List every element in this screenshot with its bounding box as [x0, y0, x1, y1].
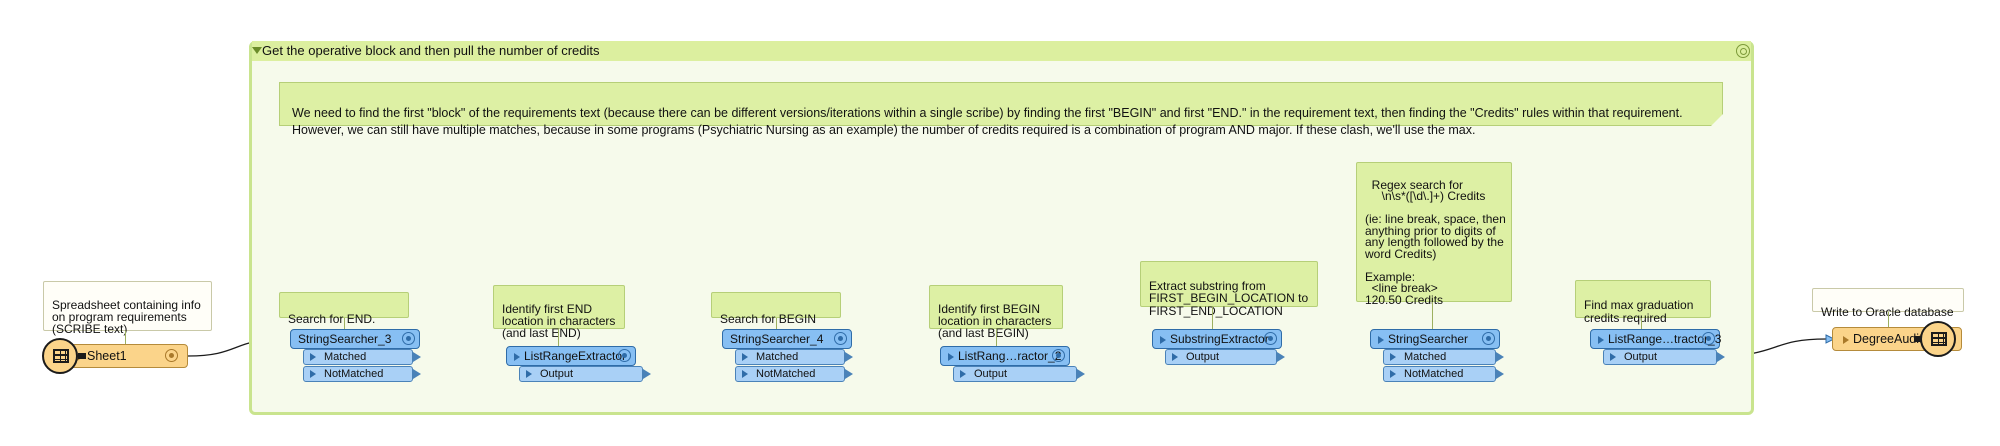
listrangeextractor3-annotation-text: Find max graduation credits required [1584, 298, 1694, 325]
degreeaudit-annotation-text: Write to Oracle database [1821, 305, 1954, 319]
substringextractor-gear-icon[interactable] [1264, 332, 1277, 345]
stringsearcher4-gear-icon[interactable] [834, 332, 847, 345]
transformer-stringsearcher3[interactable]: StringSearcher_3 [290, 329, 420, 349]
port-label: NotMatched [324, 368, 384, 380]
listrangeextractor2-annotation-tail [996, 329, 997, 346]
listrangeextractor-port-output[interactable]: Output [519, 366, 651, 382]
stringsearcher4-port-matched[interactable]: Matched [735, 349, 853, 365]
listrangeextractor2-label: ListRang…ractor_2 [958, 349, 1062, 363]
port-label: Output [1624, 351, 1658, 363]
annotation-fold-corner [1711, 114, 1723, 126]
sheet1-label: Sheet1 [87, 349, 127, 363]
listrangeextractor3-annotation-tail [1641, 318, 1642, 329]
port-label: NotMatched [1404, 368, 1464, 380]
stringsearcher3-gear-icon[interactable] [402, 332, 415, 345]
stringsearcher3-port-matched[interactable]: Matched [303, 349, 421, 365]
degreeaudit-label: DegreeAudit [1853, 332, 1923, 346]
stringsearcher-port-notmatched[interactable]: NotMatched [1383, 366, 1504, 382]
bookmark-description-annotation[interactable]: We need to find the first "block" of the… [279, 82, 1723, 137]
listrangeextractor2-annotation-text: Identify first BEGIN location in charact… [938, 302, 1052, 340]
database-writer-icon[interactable] [1920, 321, 1956, 357]
sheet1-gear-icon[interactable] [165, 349, 178, 362]
port-label: Output [1186, 351, 1220, 363]
stringsearcher3-port-notmatched[interactable]: NotMatched [303, 366, 421, 382]
bookmark-gear-icon[interactable] [1736, 44, 1750, 58]
degreeaudit-annotation[interactable]: Write to Oracle database [1812, 288, 1964, 318]
stringsearcher4-label: StringSearcher_4 [730, 332, 824, 346]
stringsearcher4-port-notmatched[interactable]: NotMatched [735, 366, 853, 382]
stringsearcher3-annotation-text: Search for END. [288, 312, 376, 326]
substringextractor-annotation-tail [1212, 307, 1213, 329]
transformer-listrangeextractor3[interactable]: ListRange…tractor_3 [1590, 329, 1722, 349]
stringsearcher-annotation-tail [1432, 302, 1433, 329]
input-triangle-icon [948, 352, 954, 361]
port-label: Output [974, 368, 1008, 380]
listrangeextractor-annotation-tail [558, 329, 559, 346]
listrangeextractor3-annotation[interactable]: Find max graduation credits required [1575, 280, 1711, 325]
table-grid-icon [53, 349, 69, 363]
bookmark-title: Get the operative block and then pull th… [262, 43, 600, 58]
substringextractor-port-output[interactable]: Output [1165, 349, 1285, 365]
transformer-stringsearcher[interactable]: StringSearcher [1370, 329, 1500, 349]
stringsearcher-port-matched[interactable]: Matched [1383, 349, 1504, 365]
collapse-triangle-icon[interactable] [252, 47, 262, 54]
listrangeextractor3-gear-icon[interactable] [1702, 332, 1715, 345]
input-triangle-icon [1843, 335, 1849, 344]
bookmark-header[interactable] [252, 41, 1751, 61]
substringextractor-label: SubstringExtractor [1170, 332, 1269, 346]
input-triangle-icon [514, 352, 520, 361]
stringsearcher3-annotation[interactable]: Search for END. [279, 292, 409, 326]
listrangeextractor-label: ListRangeExtractor [524, 349, 627, 363]
stringsearcher-gear-icon[interactable] [1482, 332, 1495, 345]
port-label: Matched [756, 351, 799, 363]
connector-plug-icon [1914, 336, 1922, 342]
sheet1-annotation-text: Spreadsheet containing info on program r… [52, 298, 201, 336]
input-triangle-icon [1378, 335, 1384, 344]
bookmark-description-text: We need to find the first "block" of the… [292, 106, 1683, 137]
input-triangle-icon [1160, 335, 1166, 344]
listrangeextractor3-port-output[interactable]: Output [1603, 349, 1725, 365]
sheet1-annotation-tail [125, 331, 126, 345]
connector-plug-icon [78, 353, 86, 359]
degreeaudit-annotation-tail [1888, 312, 1889, 327]
stringsearcher4-annotation-tail [776, 318, 777, 329]
input-triangle-icon [1598, 335, 1604, 344]
stringsearcher3-annotation-tail [344, 318, 345, 329]
stringsearcher4-annotation[interactable]: Search for BEGIN [711, 292, 841, 326]
stringsearcher-annotation[interactable]: Regex search for \n\s*([\d\.]+) Credits … [1356, 162, 1512, 306]
substringextractor-annotation-text: Extract substring from FIRST_BEGIN_LOCAT… [1149, 278, 1309, 318]
listrangeextractor2-port-output[interactable]: Output [953, 366, 1085, 382]
stringsearcher3-label: StringSearcher_3 [298, 332, 392, 346]
port-label: Matched [1404, 351, 1447, 363]
listrangeextractor-annotation[interactable]: Identify first END location in character… [493, 285, 625, 339]
stringsearcher4-annotation-text: Search for BEGIN [720, 312, 817, 326]
port-label: NotMatched [756, 368, 816, 380]
transformer-stringsearcher4[interactable]: StringSearcher_4 [722, 329, 852, 349]
transformer-listrangeextractor2[interactable]: ListRang…ractor_2 [940, 346, 1070, 366]
table-grid-icon [1931, 332, 1947, 346]
listrangeextractor-gear-icon[interactable] [618, 349, 631, 362]
sheet1-annotation[interactable]: Spreadsheet containing info on program r… [43, 281, 212, 335]
stringsearcher-label: StringSearcher [1388, 332, 1469, 346]
transformer-listrangeextractor[interactable]: ListRangeExtractor [506, 346, 636, 366]
substringextractor-annotation[interactable]: Extract substring from FIRST_BEGIN_LOCAT… [1140, 261, 1318, 317]
port-label: Output [540, 368, 574, 380]
transformer-substringextractor[interactable]: SubstringExtractor [1152, 329, 1282, 349]
port-label: Matched [324, 351, 367, 363]
spreadsheet-reader-icon[interactable] [42, 338, 78, 374]
listrangeextractor2-gear-icon[interactable] [1052, 349, 1065, 362]
stringsearcher-annotation-text: Regex search for \n\s*([\d\.]+) Credits … [1365, 177, 1506, 307]
listrangeextractor2-annotation[interactable]: Identify first BEGIN location in charact… [929, 285, 1063, 339]
listrangeextractor3-label: ListRange…tractor_3 [1608, 332, 1722, 346]
